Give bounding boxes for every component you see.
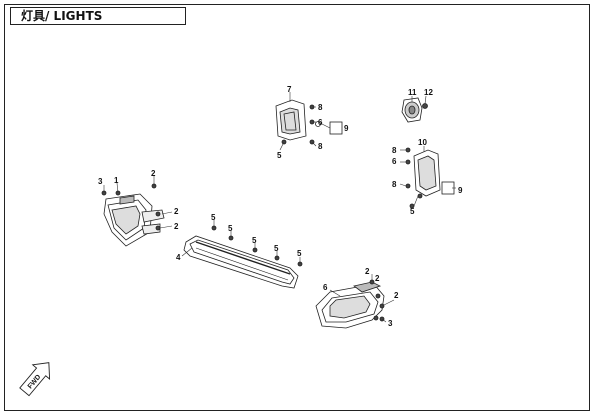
front-light-bar bbox=[183, 235, 299, 289]
callout-6-lower: 6 bbox=[392, 157, 397, 166]
callout-2-left-low: 2 bbox=[174, 222, 179, 231]
callout-2-right-top-a: 2 bbox=[365, 267, 370, 276]
drawing-frame bbox=[4, 4, 590, 411]
callout-3-right: 3 bbox=[388, 319, 393, 328]
callout-9-lower: 9 bbox=[458, 186, 463, 195]
callout-5-c: 5 bbox=[252, 236, 257, 245]
callout-10: 10 bbox=[418, 138, 427, 147]
leader-lines bbox=[103, 92, 456, 323]
tail-light-upper bbox=[275, 99, 343, 145]
callout-2-right-top-b: 2 bbox=[375, 274, 380, 283]
callout-8-upper-a: 8 bbox=[318, 103, 323, 112]
callout-6-upper: 6 bbox=[318, 118, 323, 127]
callout-8-upper-b: 8 bbox=[318, 142, 323, 151]
tail-light-lower bbox=[405, 147, 455, 199]
callout-5-upper: 5 bbox=[277, 151, 282, 160]
callout-7: 7 bbox=[287, 85, 292, 94]
callout-9-upper: 9 bbox=[344, 124, 349, 133]
left-headlamp bbox=[103, 190, 165, 247]
callout-8-lower-b: 8 bbox=[392, 180, 397, 189]
callout-5-a: 5 bbox=[211, 213, 216, 222]
diagram-title: 灯具/ LIGHTS bbox=[10, 7, 186, 25]
right-headlamp bbox=[315, 281, 385, 329]
callout-11: 11 bbox=[408, 88, 417, 97]
callout-12: 12 bbox=[424, 88, 433, 97]
callout-5-e: 5 bbox=[297, 249, 302, 258]
callout-4: 4 bbox=[176, 253, 181, 262]
callout-2-left-mid: 2 bbox=[174, 207, 179, 216]
callout-5-d: 5 bbox=[274, 244, 279, 253]
fwd-arrow-icon: FWD bbox=[19, 362, 51, 397]
callout-2-right-mid: 2 bbox=[394, 291, 399, 300]
callout-2-left-top: 2 bbox=[151, 169, 156, 178]
callout-5-b: 5 bbox=[228, 224, 233, 233]
callout-5-lower: 5 bbox=[410, 207, 415, 216]
horn-component bbox=[401, 97, 428, 123]
callout-8-lower-a: 8 bbox=[392, 146, 397, 155]
callout-3-left: 3 bbox=[98, 177, 103, 186]
callout-labels: 1 3 2 2 2 4 5 5 5 5 5 7 8 6 8 5 9 11 12 … bbox=[98, 85, 463, 328]
callout-6-right: 6 bbox=[323, 283, 328, 292]
callout-1: 1 bbox=[114, 176, 119, 185]
